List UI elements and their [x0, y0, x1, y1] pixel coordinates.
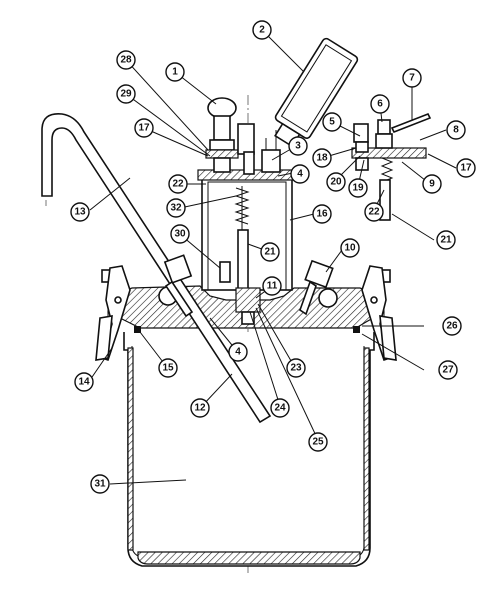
- fitting-29: [243, 151, 255, 175]
- fluid-outlet-valve: [158, 254, 194, 318]
- regulator-knob: [205, 97, 239, 173]
- callout-27: 27: [438, 360, 458, 380]
- callout-3: 3: [288, 136, 308, 156]
- callout-21-center: 21: [260, 242, 280, 262]
- callout-24-label: 24: [274, 403, 286, 414]
- callout-12: 12: [190, 398, 210, 418]
- callout-26-label: 26: [446, 321, 458, 332]
- callout-20-label: 20: [330, 177, 342, 188]
- callout-10: 10: [340, 238, 360, 258]
- callout-28: 28: [116, 50, 136, 70]
- callout-17-left: 17: [134, 118, 154, 138]
- callout-9-label: 9: [429, 179, 435, 190]
- callout-31: 31: [90, 474, 110, 494]
- callout-17-right: 17: [456, 158, 476, 178]
- callout-29: 29: [116, 84, 136, 104]
- callout-19: 19: [348, 178, 368, 198]
- callout-32-label: 32: [170, 203, 182, 214]
- callout-5-label: 5: [329, 117, 335, 128]
- callout-2-label: 2: [259, 25, 265, 36]
- callout-4-bottom: 4: [228, 342, 248, 362]
- gasket-left: [134, 326, 141, 333]
- gasket-right: [353, 326, 360, 333]
- callout-4-bottom-label: 4: [235, 347, 241, 358]
- callout-18: 18: [312, 148, 332, 168]
- callout-19-label: 19: [352, 183, 364, 194]
- regulator-housing: [197, 169, 297, 325]
- callout-22-right: 22: [364, 202, 384, 222]
- callout-1-label: 1: [172, 67, 178, 78]
- callout-27-label: 27: [442, 365, 454, 376]
- callout-5: 5: [322, 112, 342, 132]
- callout-13-label: 13: [74, 207, 86, 218]
- callout-13: 13: [70, 202, 90, 222]
- callout-10-label: 10: [344, 243, 356, 254]
- callout-12-label: 12: [194, 403, 206, 414]
- callout-30-label: 30: [174, 229, 186, 240]
- siphon-tube: [41, 113, 272, 424]
- callout-16: 16: [312, 204, 332, 224]
- callout-15: 15: [158, 358, 178, 378]
- callout-22-right-label: 22: [368, 207, 380, 218]
- callout-6-label: 6: [377, 99, 383, 110]
- tank-body: [123, 332, 375, 567]
- callout-11-label: 11: [267, 281, 278, 292]
- callout-3-label: 3: [295, 141, 301, 152]
- clamp-left: [95, 265, 131, 362]
- callout-9: 9: [422, 174, 442, 194]
- callout-23-label: 23: [290, 363, 302, 374]
- callout-18-label: 18: [316, 153, 328, 164]
- callout-15-label: 15: [162, 363, 174, 374]
- callout-8-label: 8: [453, 125, 459, 136]
- callout-31-label: 31: [94, 479, 106, 490]
- callout-22-left: 22: [168, 174, 188, 194]
- clamp-right: [361, 265, 397, 362]
- callout-20: 20: [326, 172, 346, 192]
- callout-25: 25: [308, 432, 328, 452]
- callout-21-right-label: 21: [440, 235, 452, 246]
- callout-23: 23: [286, 358, 306, 378]
- callout-16-label: 16: [316, 209, 328, 220]
- callout-25-label: 25: [312, 437, 324, 448]
- leader-lines: [89, 29, 457, 485]
- callout-1: 1: [165, 62, 185, 82]
- callout-22-left-label: 22: [172, 179, 184, 190]
- callout-29-label: 29: [120, 89, 132, 100]
- fitting-28: [237, 123, 255, 155]
- callout-24: 24: [270, 398, 290, 418]
- safety-valve-assembly: [351, 112, 432, 221]
- callout-26: 26: [442, 316, 462, 336]
- callout-30: 30: [170, 224, 190, 244]
- callout-4-top: 4: [290, 164, 310, 184]
- air-inlet-valve: [299, 259, 338, 316]
- callout-7-label: 7: [409, 73, 415, 84]
- callout-32: 32: [166, 198, 186, 218]
- callout-8: 8: [446, 120, 466, 140]
- callout-6: 6: [370, 94, 390, 114]
- callout-4-top-label: 4: [297, 169, 303, 180]
- callout-21-center-label: 21: [264, 247, 276, 258]
- callout-17-left-label: 17: [138, 123, 150, 134]
- callout-21-right: 21: [436, 230, 456, 250]
- callout-2: 2: [252, 20, 272, 40]
- callout-11: 11: [262, 276, 282, 296]
- callout-28-label: 28: [120, 55, 132, 66]
- callout-17-right-label: 17: [460, 163, 472, 174]
- callout-14-label: 14: [78, 377, 90, 388]
- callout-14: 14: [74, 372, 94, 392]
- callout-7: 7: [402, 68, 422, 88]
